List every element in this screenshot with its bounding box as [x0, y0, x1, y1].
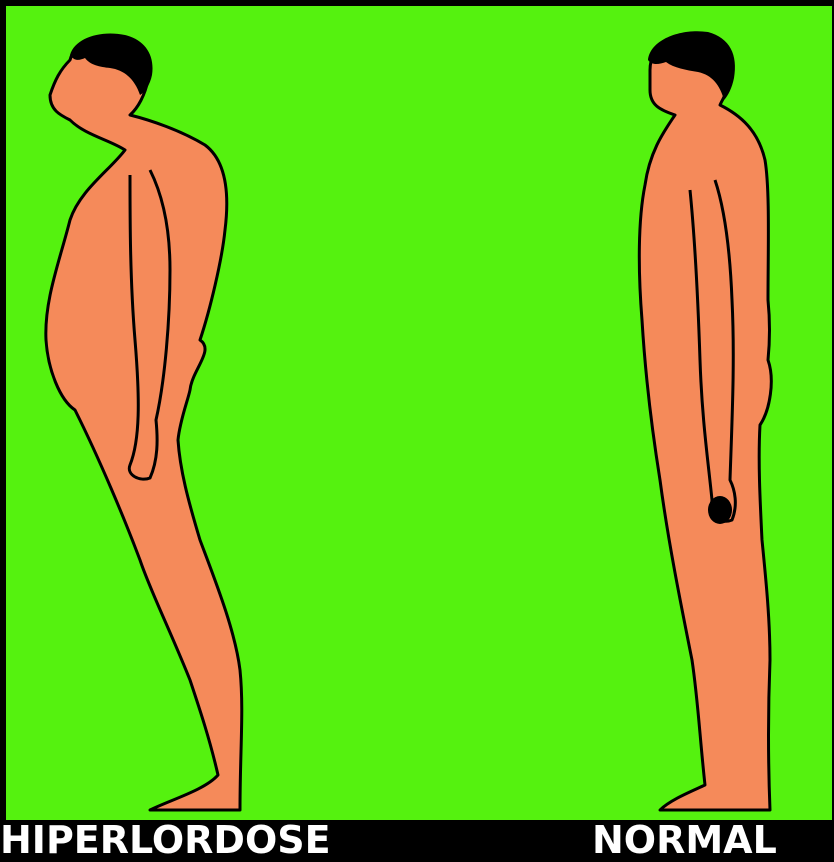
- label-normal: NORMAL: [592, 820, 777, 858]
- normal-fist: [708, 496, 732, 524]
- hiperlordose-figure: [30, 20, 260, 820]
- normal-figure: [620, 20, 790, 820]
- normal-body: [639, 34, 771, 810]
- label-hiperlordose: HIPERLORDOSE: [0, 820, 331, 858]
- hiperlordose-body: [46, 37, 242, 810]
